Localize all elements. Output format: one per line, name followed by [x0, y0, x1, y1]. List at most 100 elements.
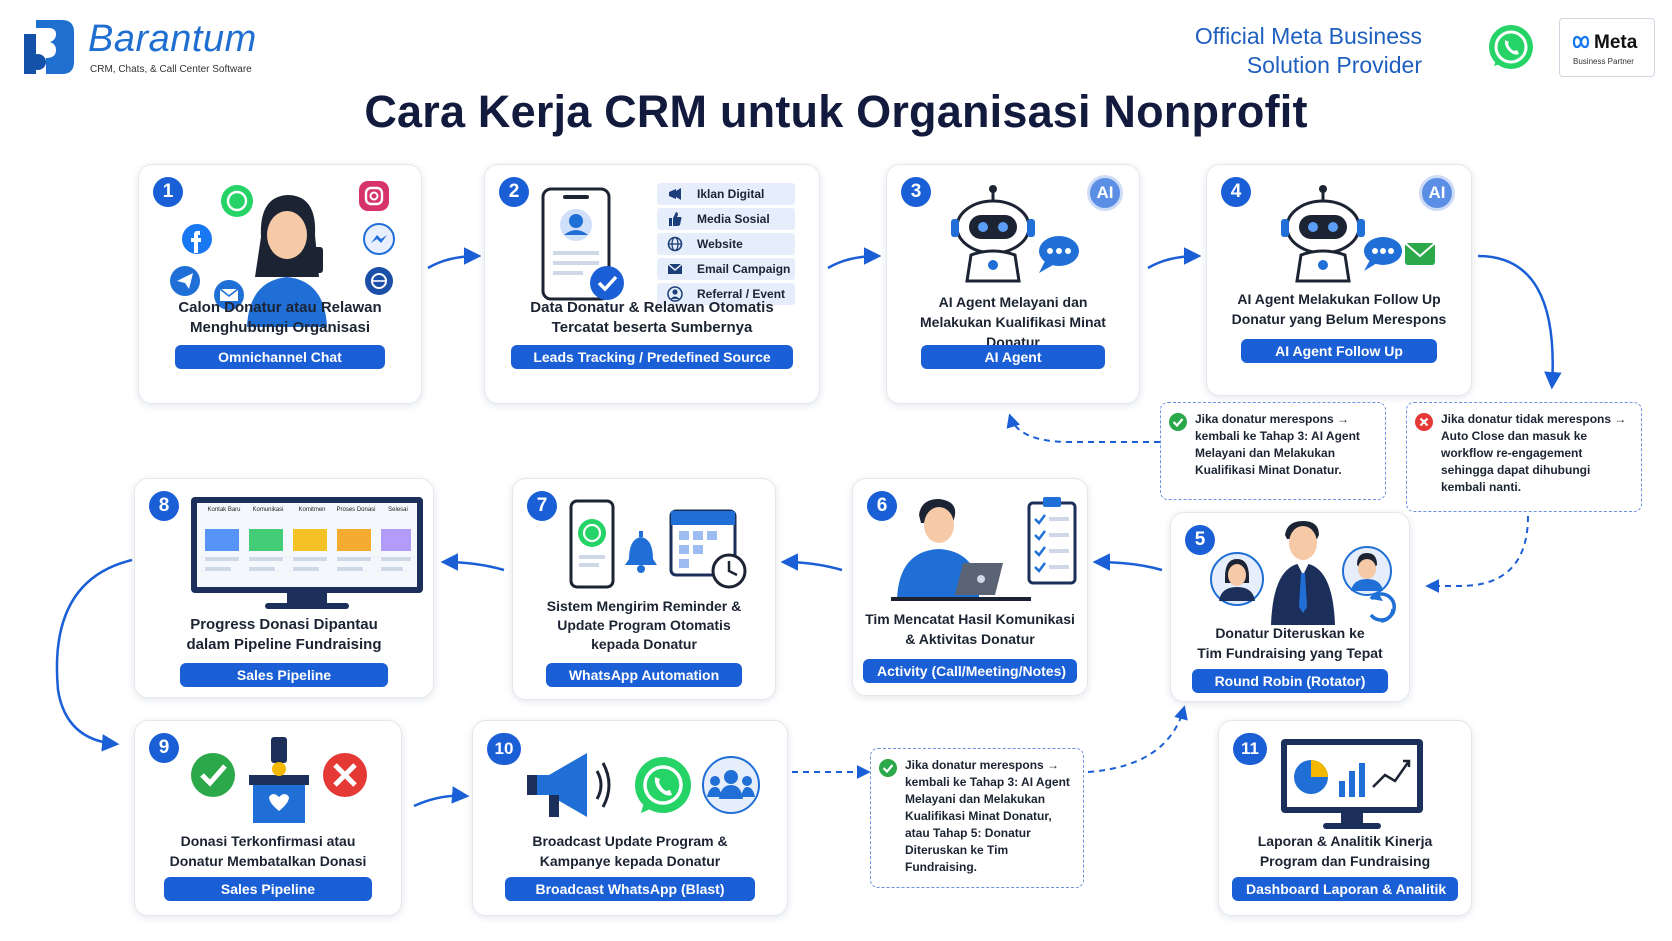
lead-source-list: Iklan Digital Media Sosial Website Email… [657, 183, 797, 313]
step-tag-omnichannel[interactable]: Omnichannel Chat [175, 345, 385, 369]
donation-box-icon [249, 737, 309, 823]
phone-whatsapp-icon [569, 499, 615, 589]
source-item[interactable]: Email Campaign [657, 258, 795, 280]
step-tag-sales-pipeline-9[interactable]: Sales Pipeline [164, 877, 372, 901]
arrow-1-to-2 [427, 247, 482, 270]
source-item[interactable]: Iklan Digital [657, 183, 795, 205]
thumbs-up-icon [669, 212, 682, 226]
person-icon [667, 286, 683, 302]
ai-robot-chat-icon [951, 185, 1079, 283]
step-number: 8 [149, 491, 179, 521]
page-title: Cara Kerja CRM untuk Organisasi Nonprofi… [364, 86, 1308, 137]
fundraiser-center-icon [1271, 521, 1335, 625]
step-number: 2 [499, 177, 529, 207]
source-item[interactable]: Media Sosial [657, 208, 795, 230]
step-number: 6 [867, 491, 897, 521]
arrow-noresp-to-5 [1425, 515, 1529, 593]
meta-infinity-icon [1572, 35, 1590, 49]
x-circle-icon [323, 753, 367, 797]
arrow-3-to-4 [1147, 247, 1202, 270]
brand-tagline: CRM, Chats, & Call Center Software [90, 64, 252, 75]
step-title: Laporan & Analitik Kinerja Program dan F… [1257, 833, 1433, 869]
team-member-left-icon [1210, 552, 1264, 606]
step-tag-dashboard[interactable]: Dashboard Laporan & Analitik [1232, 877, 1458, 901]
instagram-icon [359, 181, 389, 211]
pipeline-stage: Komunikasi [252, 507, 284, 513]
step-card-7: 7 Sistem Mengirim Reminder & Update Prog… [512, 478, 776, 700]
step-title: Calon Donatur atau Relawan Menghubungi O… [178, 299, 382, 336]
step-card-11: 11 Laporan & Analitik Kinerja Program da… [1218, 720, 1472, 916]
whatsapp-icon [635, 757, 691, 813]
meta-provider-line1: Official Meta Business [1194, 23, 1422, 49]
megaphone-icon [669, 188, 681, 200]
meta-provider-label: Official Meta Business Solution Provider [1195, 22, 1422, 80]
arrow-2-to-3 [827, 247, 882, 270]
whatsapp-icon [221, 185, 253, 217]
pipeline-stage: Selesai [388, 507, 408, 513]
source-item[interactable]: Referral / Event [657, 283, 795, 305]
step-tag-ai-agent[interactable]: AI Agent [921, 345, 1105, 369]
messenger-icon [363, 223, 395, 255]
step-number: 10 [487, 733, 521, 765]
pipeline-stage: Kontak Baru [207, 507, 241, 513]
man-with-laptop-icon [891, 499, 1031, 601]
rotate-arrows-icon [1369, 591, 1396, 623]
envelope-icon [667, 263, 683, 274]
analytics-dashboard-icon [1281, 739, 1423, 829]
facebook-icon [182, 224, 212, 254]
step-number: 4 [1221, 177, 1251, 207]
check-circle-icon [879, 759, 897, 777]
check-circle-icon [191, 753, 235, 797]
step-tag-sales-pipeline[interactable]: Sales Pipeline [180, 663, 388, 687]
step-tag-whatsapp-automation[interactable]: WhatsApp Automation [546, 663, 742, 687]
note-broadcast-respond: Jika donatur merespons → kembali ke Taha… [870, 748, 1084, 888]
pipeline-stage-headers: Kontak Baru Komunikasi Komitmen Proses D… [199, 495, 423, 515]
brand-logo[interactable]: Barantum CRM, Chats, & Call Center Softw… [22, 16, 322, 80]
brand-name: Barantum [88, 18, 257, 60]
step-title: Donasi Terkonfirmasi atau Donatur Membat… [169, 833, 367, 869]
step-card-10: 10 Broadcast Update Program & Kampanye k… [472, 720, 788, 916]
ai-badge: AI [1419, 175, 1455, 211]
megaphone-icon [527, 753, 611, 817]
whatsapp-logo-icon [1489, 25, 1533, 69]
step-card-1: 1 Calon Donatur atau Relawan Menghubungi… [138, 164, 422, 404]
step-number: 3 [901, 177, 931, 207]
email-icon [214, 280, 244, 310]
step-tag-leads-tracking[interactable]: Leads Tracking / Predefined Source [511, 345, 793, 369]
step-title: Sistem Mengirim Reminder & Update Progra… [546, 598, 742, 652]
omnichannel-illustration [170, 181, 395, 327]
note-donor-no-response: Jika donatur tidak merespons → Auto Clos… [1406, 402, 1642, 512]
barantum-logo-icon [24, 20, 74, 74]
step-title: AI Agent Melakukan Follow Up Donatur yan… [1231, 291, 1447, 327]
telegram-icon [170, 266, 200, 296]
step-number: 9 [149, 733, 179, 763]
note-donor-responds: Jika donatur merespons → kembali ke Taha… [1160, 402, 1386, 500]
ai-robot-followup-icon [1281, 185, 1436, 283]
step-card-9: 9 Donasi Terkonfirmasi atau Donatur Memb… [134, 720, 402, 916]
step-title: Donatur Diteruskan ke Tim Fundraising ya… [1197, 625, 1383, 661]
arrow-note-to-5 [1087, 705, 1188, 773]
check-circle-icon [1169, 413, 1187, 431]
round-robin-team-illustration [1210, 521, 1396, 625]
woman-with-phone-icon [247, 195, 327, 327]
step-tag-round-robin[interactable]: Round Robin (Rotator) [1192, 669, 1388, 693]
pipeline-monitor-icon [191, 497, 423, 609]
arrow-8-to-9 [55, 558, 133, 752]
meta-business-partner-badge: Meta Business Partner [1559, 18, 1655, 77]
arrow-6-to-7 [780, 553, 843, 572]
x-circle-icon [1415, 413, 1433, 431]
step-tag-activity[interactable]: Activity (Call/Meeting/Notes) [863, 659, 1077, 683]
ai-badge: AI [1087, 175, 1123, 211]
step-tag-broadcast[interactable]: Broadcast WhatsApp (Blast) [505, 877, 755, 901]
step-title: Progress Donasi Dipantau dalam Pipeline … [186, 616, 382, 653]
pipeline-stage: Proses Donasi [336, 507, 376, 513]
step-number: 7 [527, 491, 557, 521]
group-users-icon [702, 756, 760, 814]
source-item[interactable]: Website [657, 233, 795, 255]
step-title: AI Agent Melayani dan Melakukan Kualifik… [920, 294, 1106, 350]
step-card-6: 6 Tim Mencatat Hasil Komunikasi & Aktivi… [852, 478, 1088, 696]
reminder-illustration [569, 499, 747, 589]
id-card-check-icon [541, 187, 624, 301]
step-card-2: 2 Iklan Digital Media Sosial Website Ema… [484, 164, 820, 404]
step-tag-ai-follow-up[interactable]: AI Agent Follow Up [1241, 339, 1437, 363]
